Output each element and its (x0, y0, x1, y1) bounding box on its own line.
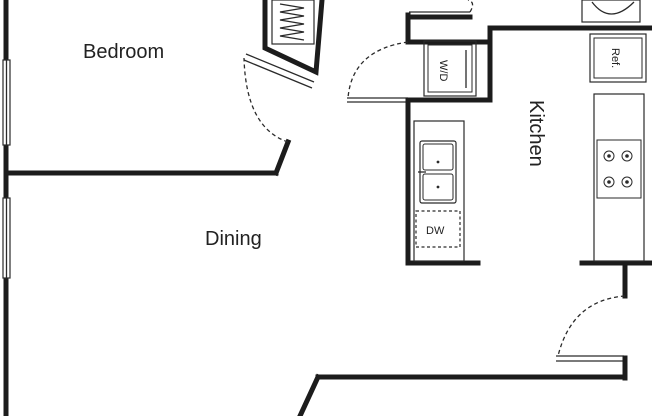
bedroom-label: Bedroom (83, 41, 164, 63)
refrigerator-box (589, 33, 647, 83)
kitchen-counter-right: Ref. (589, 33, 647, 262)
kitchen-walls (405, 0, 652, 299)
dining-label: Dining (205, 228, 262, 250)
washer-dryer-label: W/D (437, 60, 449, 81)
entry-door (556, 295, 628, 381)
dishwasher-box (415, 210, 461, 248)
closet (262, 0, 325, 76)
bottom-wall (297, 373, 628, 416)
hanger-rod-icon (279, 3, 305, 41)
dishwasher-label: DW (426, 225, 445, 237)
washer-dryer-box (423, 40, 477, 97)
laundry-closet: W/D (347, 0, 493, 103)
refrigerator-label: Ref. (609, 48, 621, 68)
kitchen-label: Kitchen (525, 100, 547, 167)
exterior-left-wall (2, 0, 11, 416)
stove-icon (596, 139, 642, 199)
bedroom-wall (3, 53, 315, 177)
kitchen-counter-left: DW (413, 120, 465, 262)
